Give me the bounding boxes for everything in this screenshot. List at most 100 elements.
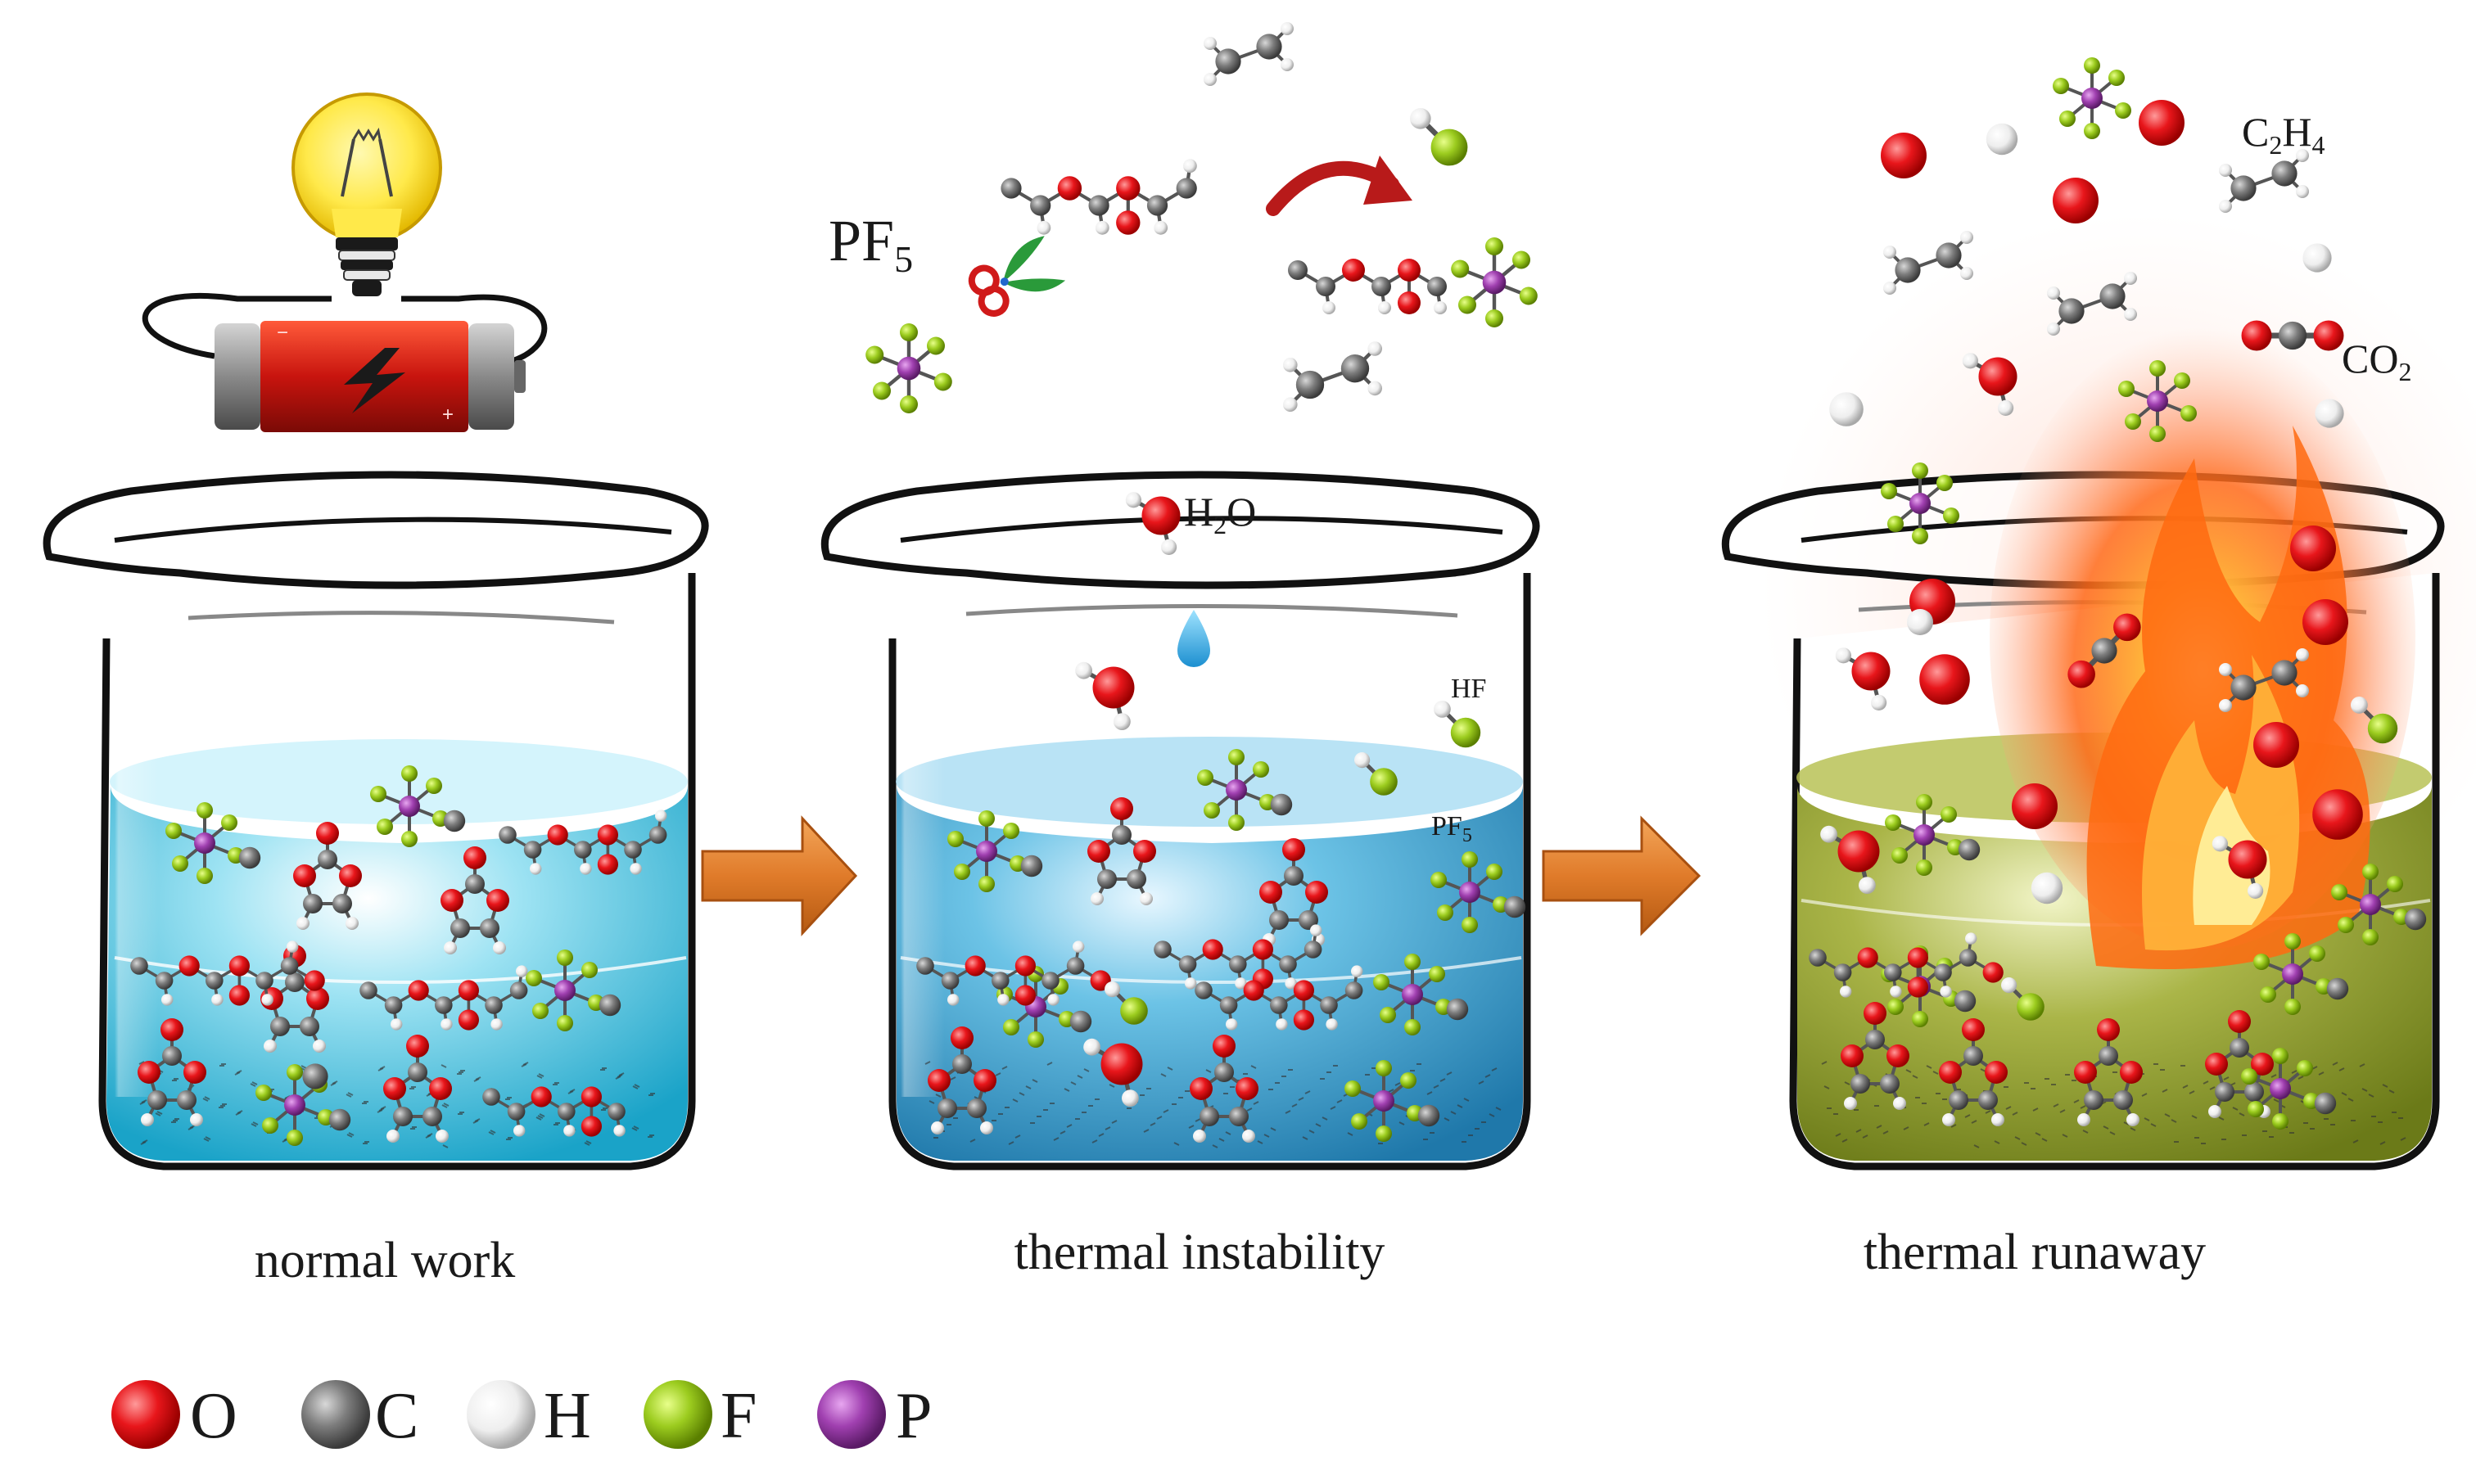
phosphorus-atom-icon <box>817 1380 886 1449</box>
li-atom <box>1503 895 1526 918</box>
beaker-normal <box>43 471 709 1171</box>
battery-bulb-circuit: − + <box>142 92 548 432</box>
process-arrow-1 <box>701 815 858 936</box>
ethylene-molecule <box>2219 648 2309 712</box>
hydrogen-atom <box>2031 872 2063 904</box>
hydrogen-atom <box>1907 609 1933 635</box>
ethylene-molecule <box>1204 22 1294 86</box>
cyclic-carbonate-molecule <box>138 1018 206 1126</box>
formula-pf5-top: PF5 <box>829 208 913 280</box>
legend-label-h: H <box>544 1380 591 1452</box>
water-molecule <box>1962 353 2017 416</box>
formula-h2o: H2O <box>1184 489 1256 539</box>
oxygen-atom <box>2312 789 2363 840</box>
carbonate-molecule <box>359 965 528 1031</box>
li-atom <box>328 1108 351 1131</box>
svg-text:−: − <box>277 322 288 344</box>
carbon-atom-icon <box>301 1380 370 1449</box>
cyclic-carbonate-molecule <box>928 1026 996 1134</box>
hf-molecule <box>1354 752 1398 796</box>
pf-molecule <box>1430 851 1509 933</box>
hydrogen-atom <box>1829 392 1864 426</box>
electrolyte-liquid <box>897 786 1523 1161</box>
carbonate-molecule <box>499 810 667 875</box>
process-arrow-2 <box>1542 815 1701 936</box>
hydrogen-atom <box>2315 399 2344 428</box>
beaker-rim <box>43 471 709 589</box>
pf-molecule <box>1885 794 1963 876</box>
pf-molecule <box>1373 954 1452 1035</box>
stage-thermal-instability <box>820 156 1540 1171</box>
stage-captions: normal work thermal instability thermal … <box>255 1225 2206 1288</box>
molecules-layer <box>130 22 2427 1148</box>
ethylene-molecule <box>1283 341 1382 413</box>
legend-label-f: F <box>721 1380 757 1452</box>
li-atom <box>1958 838 1981 861</box>
beaker-rim <box>820 471 1540 589</box>
dissolved-particles <box>924 1061 1502 1148</box>
hf-molecule <box>1410 108 1468 166</box>
water-molecule <box>1075 661 1135 730</box>
hf-molecule <box>1434 701 1481 748</box>
li-atom <box>1270 793 1293 816</box>
stage-normal-work: − + <box>43 92 709 1171</box>
pf-molecule <box>1344 1060 1423 1142</box>
li-atom <box>1020 855 1043 877</box>
li-atom <box>2404 908 2427 931</box>
carbonate-molecule <box>1195 965 1363 1031</box>
svg-text:+: + <box>442 404 454 426</box>
scissors-icon <box>968 236 1066 317</box>
hf-molecule <box>2001 977 2045 1021</box>
hf-molecule <box>1105 981 1148 1025</box>
cyclic-carbonate-molecule <box>1087 797 1156 905</box>
pf-molecule <box>165 802 244 884</box>
formula-hf: HF <box>1451 674 1486 704</box>
carbonate-molecule <box>916 940 1111 1006</box>
li-atom <box>443 810 466 832</box>
caption-thermal-runaway: thermal runaway <box>1864 1225 2206 1280</box>
pf-molecule <box>1881 462 1959 544</box>
legend-item-fluorine: F <box>644 1380 757 1452</box>
pf-molecule <box>2331 864 2410 945</box>
atom-legend: O C H F P <box>111 1380 933 1452</box>
cyclic-carbonate-molecule <box>383 1035 452 1143</box>
hf-molecule <box>2351 697 2398 744</box>
co2-molecule <box>2241 320 2344 351</box>
carbon-atom <box>302 1063 328 1089</box>
formula-c2h4: C2H4 <box>2242 109 2325 160</box>
cyclic-carbonate-molecule <box>441 846 509 954</box>
legend-label-p: P <box>896 1380 933 1452</box>
li-atom <box>1954 990 1977 1013</box>
oxygen-atom <box>2053 178 2099 223</box>
cyclic-carbonate-molecule <box>1841 1002 1909 1110</box>
ethylene-molecule <box>2047 272 2137 336</box>
formula-pf5-liquid: PF5 <box>1431 811 1472 846</box>
battery-icon: − + <box>215 321 526 432</box>
carbonate-molecule <box>1809 932 2004 998</box>
oxygen-atom <box>2012 783 2058 829</box>
co2-molecule <box>2067 613 2141 688</box>
hydrogen-atom <box>2302 243 2332 273</box>
ethyl-carbonate-molecule <box>1001 159 1197 235</box>
li-atom <box>1417 1104 1440 1127</box>
legend-label-c: C <box>375 1380 418 1452</box>
oxygen-atom <box>2302 599 2348 645</box>
ethylene-molecule <box>1883 231 1973 295</box>
oxygen-atom <box>1881 133 1927 178</box>
li-atom <box>1446 998 1469 1021</box>
fluorine-atom-icon <box>644 1380 712 1449</box>
li-atom <box>599 994 621 1017</box>
caption-thermal-instability: thermal instability <box>1014 1225 1385 1280</box>
electrolyte-liquid <box>106 786 688 1161</box>
lightning-bolt-icon <box>344 348 405 413</box>
oxygen-atom <box>1919 654 1970 705</box>
carbonate-molecule <box>1154 924 1322 990</box>
pf-molecule <box>865 323 952 413</box>
light-bulb-icon <box>291 92 442 296</box>
water-molecule <box>1835 647 1891 711</box>
legend-item-oxygen: O <box>111 1380 237 1452</box>
legend-item-hydrogen: H <box>467 1380 591 1452</box>
water-drop-icon <box>1177 610 1210 667</box>
hydrogen-atom-icon <box>467 1380 535 1449</box>
circuit-wire-left <box>142 293 332 359</box>
